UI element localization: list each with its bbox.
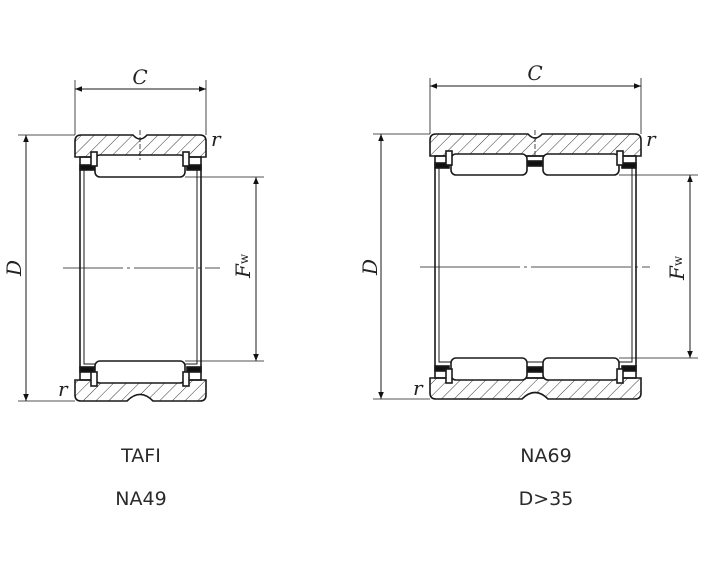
radius-label: r — [646, 127, 657, 151]
bearing-na49 — [18, 80, 264, 402]
radius-label: r — [58, 377, 69, 401]
roller-top — [450, 153, 528, 176]
dim-d-label: D — [358, 259, 382, 276]
roller-top — [542, 153, 620, 176]
radius-label: r — [413, 376, 424, 400]
roller-bottom — [94, 360, 186, 384]
dim-c-label: C — [132, 65, 147, 89]
caption-na69: NA69 — [520, 445, 572, 467]
radius-label: r — [211, 127, 222, 151]
caption-na49: NA49 — [115, 488, 167, 510]
dim-fw-label: Fw — [665, 255, 689, 281]
dim-fw-label: Fw — [231, 253, 255, 279]
bearing-na69 — [373, 78, 698, 400]
outer-ring-bottom — [429, 377, 642, 400]
caption-tafi: TAFI — [121, 445, 161, 467]
roller-bottom — [542, 357, 620, 381]
dim-d-label: D — [2, 260, 26, 277]
caption-d-condition: D>35 — [518, 488, 574, 510]
roller-bottom — [450, 357, 528, 381]
outer-ring-bottom — [74, 379, 207, 402]
dim-c-label: C — [527, 61, 542, 85]
outer-ring-top — [429, 133, 642, 157]
